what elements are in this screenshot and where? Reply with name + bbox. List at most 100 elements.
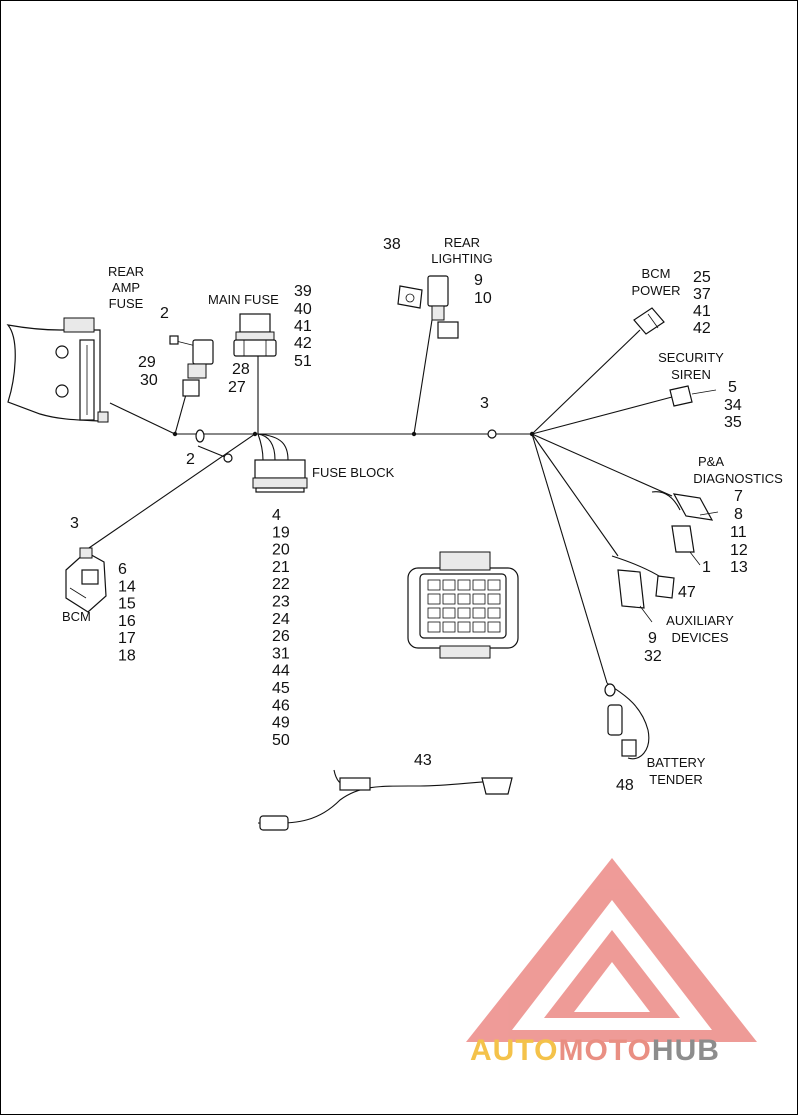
rear-amp-fuse-holder [169,335,214,397]
svg-text:AMP: AMP [112,280,140,295]
svg-text:51: 51 [294,353,312,370]
svg-text:42: 42 [693,320,711,337]
connector-pin [427,607,441,619]
svg-text:SIREN: SIREN [671,367,711,382]
connector-pin [442,593,456,605]
callout-extension-43: 43 [414,752,432,769]
svg-text:30: 30 [140,372,158,389]
rear-lighting-connectors [397,275,459,339]
callout-aux-47: 47 [678,584,696,601]
connector-pin [442,621,456,633]
svg-text:BATTERY: BATTERY [647,755,706,770]
connector-pin [487,579,501,591]
svg-text:13: 13 [730,559,748,576]
fuse-block-callout-13: 50 [272,732,290,749]
fuse-block-callout-2: 20 [272,542,290,559]
watermark-logo-icon [466,858,757,1042]
connector-pin [472,593,486,605]
fuse-block-callout-1: 19 [272,524,290,541]
callout-clip-2: 2 [186,451,195,468]
connector-pin [457,621,471,633]
bcm-power-connector [633,307,665,335]
svg-text:27: 27 [228,379,246,396]
security-siren-label: SECURITY SIREN [658,350,724,382]
connector-pin [472,607,486,619]
connector-pin [427,593,441,605]
extension-harness [257,769,513,831]
svg-text:FUSE: FUSE [109,296,144,311]
connector-pin [457,593,471,605]
fuse-block-callout-11: 46 [272,697,290,714]
bcm-label: BCM [62,609,91,624]
connector-pin [472,621,486,633]
callout-trunk-3: 3 [480,395,489,412]
auxiliary-devices-connectors [611,555,675,623]
connector-pin [427,579,441,591]
security-siren-callouts: 5 34 35 [724,379,742,431]
mounting-bracket [6,317,109,423]
main-fuse-label: MAIN FUSE [208,292,279,307]
auxiliary-devices-callouts: 9 32 [644,630,662,665]
svg-text:7: 7 [734,488,743,505]
svg-text:41: 41 [294,318,312,335]
bcm-callout-0: 6 [118,561,127,578]
pa-diagnostics-connectors [651,491,719,566]
fuse-block-callout-6: 24 [272,611,290,628]
harness-clip [195,429,497,463]
battery-tender-label: BATTERY TENDER [647,755,706,787]
svg-text:12: 12 [730,542,748,559]
connector-pin [457,579,471,591]
main-fuse-callouts: 39 40 41 42 51 [294,283,312,370]
callout-rear-lighting-left: 38 [383,236,401,253]
svg-text:28: 28 [232,361,250,378]
svg-text:35: 35 [724,414,742,431]
connector-pin [442,579,456,591]
svg-text:34: 34 [724,397,742,414]
svg-text:DEVICES: DEVICES [671,630,728,645]
svg-text:SECURITY: SECURITY [658,350,724,365]
svg-text:DIAGNOSTICS: DIAGNOSTICS [693,471,783,486]
bcm-callout-2: 15 [118,596,136,613]
svg-text:39: 39 [294,283,312,300]
auxiliary-devices-label: AUXILIARY DEVICES [666,613,734,645]
connector-pin [427,621,441,633]
svg-text:32: 32 [644,648,662,665]
fuse-block-callout-9: 44 [272,663,290,680]
svg-text:BCM: BCM [642,266,671,281]
fuse-block-callout-10: 45 [272,680,290,697]
bcm-module [65,547,107,613]
bcm-callout-5: 18 [118,648,136,665]
connector-pin [442,607,456,619]
pa-diagnostics-label: P&A DIAGNOSTICS [693,454,783,486]
svg-text:29: 29 [138,354,156,371]
rear-lighting-callouts: 9 10 [474,272,492,307]
fuse-block-callout-8: 31 [272,645,290,662]
callout-bcm-3: 3 [70,515,79,532]
svg-text:1: 1 [702,559,711,576]
harness-trunk [109,402,535,437]
connector-pin [487,607,501,619]
main-fuse-part [233,313,277,357]
svg-text:5: 5 [728,379,737,396]
svg-text:POWER: POWER [631,283,680,298]
svg-text:P&A: P&A [698,454,724,469]
svg-text:9: 9 [474,272,483,289]
bcm-callout-3: 16 [118,613,136,630]
svg-text:40: 40 [294,301,312,318]
svg-text:41: 41 [693,303,711,320]
harness-branches [85,319,673,684]
fuse-block-callout-3: 21 [272,559,290,576]
fuse-block-part [252,459,308,493]
svg-text:8: 8 [734,506,743,523]
rear-lighting-label: REAR LIGHTING [431,235,492,266]
bcm-power-label: BCM POWER [631,266,680,298]
connector-pin [487,621,501,633]
connector-pin [472,579,486,591]
security-siren-connector [669,385,717,407]
svg-text:9: 9 [648,630,657,647]
fuse-block-callout-12: 49 [272,715,290,732]
svg-text:37: 37 [693,286,711,303]
